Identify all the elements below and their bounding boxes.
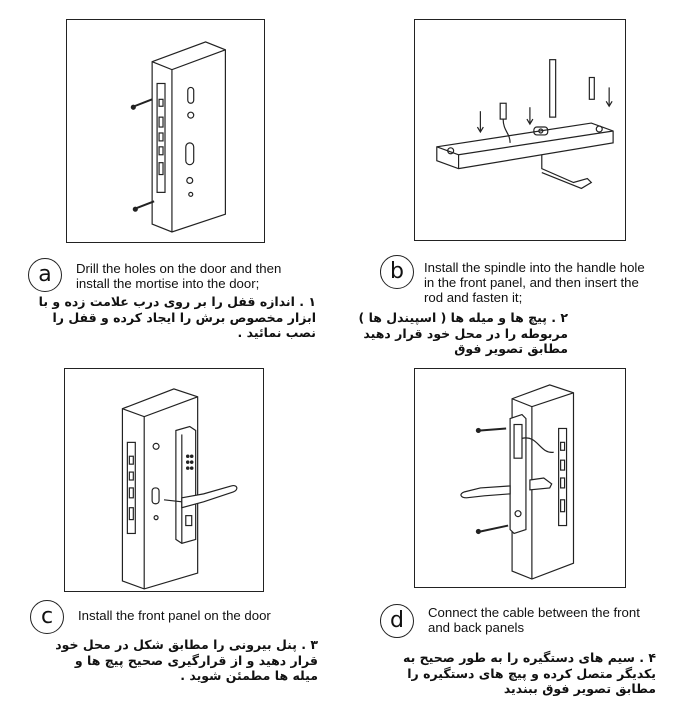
step-a-badge: a <box>28 258 62 292</box>
step-d-badge: d <box>380 604 414 638</box>
step-b-instruction-fa: ۲ . پیچ ها و میله ها ( اسپیندل ها ) مربو… <box>358 310 568 356</box>
step-b-badge: b <box>380 255 414 289</box>
step-b-instruction: Install the spindle into the handle hole… <box>424 260 645 305</box>
step-c-instruction-fa: ۳ . پنل بیرونی را مطابق شکل در محل خود ق… <box>55 637 318 683</box>
illustration-d-cable <box>414 368 626 588</box>
step-d-instruction: Connect the cable between the front and … <box>428 605 640 635</box>
step-c-badge: c <box>30 600 64 634</box>
illustration-b-spindle <box>414 19 626 241</box>
illustration-a-mortise <box>66 19 265 243</box>
step-a-instruction-fa: ۱ . اندازه قفل را بر روی درب علامت زده و… <box>38 294 316 340</box>
step-a-instruction: Drill the holes on the door and then ins… <box>76 261 282 291</box>
step-d-instruction-fa: ۴ . سیم های دستگیره را به طور صحیح به یک… <box>403 650 656 696</box>
illustration-c-front-panel <box>64 368 264 592</box>
step-c-instruction: Install the front panel on the door <box>78 608 271 623</box>
